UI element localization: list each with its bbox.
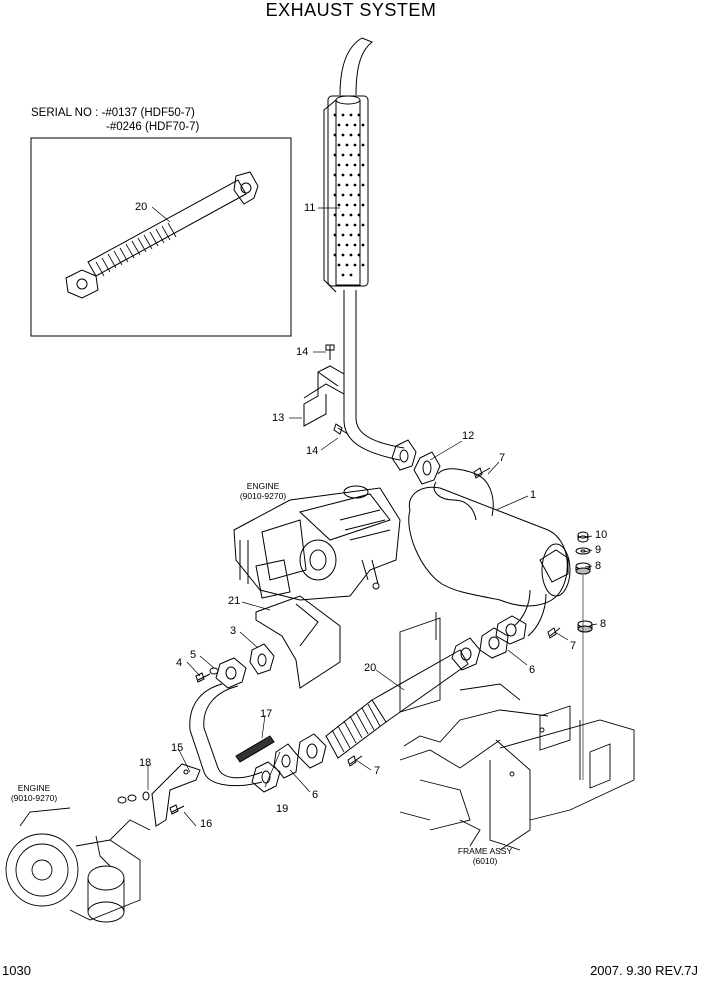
- washer-9: [575, 547, 591, 555]
- bolt-4: [195, 672, 211, 683]
- frame-assembly: [399, 612, 635, 851]
- nut-5: [209, 667, 219, 675]
- callout-7-top: 7: [499, 452, 506, 464]
- heat-shield-21: [255, 595, 341, 689]
- bracket-13: [303, 365, 345, 427]
- muffler-1: [408, 468, 571, 645]
- callout-5: 5: [190, 649, 197, 661]
- callout-6-lower: 6: [312, 789, 319, 801]
- callout-12: 12: [462, 430, 475, 442]
- callout-6-upper: 6: [529, 664, 536, 676]
- nut-10: [577, 531, 589, 543]
- leader-lines: [147, 206, 598, 827]
- engine-lower-name: ENGINE: [17, 783, 51, 793]
- engine-upper-label: ENGINE (9010-9270): [228, 481, 298, 501]
- inset-frame: [30, 137, 292, 337]
- callout-7-mid: 7: [570, 640, 577, 652]
- revision-date: 2007. 9.30 REV.7J: [590, 963, 698, 978]
- page-title: EXHAUST SYSTEM: [265, 0, 437, 20]
- callout-4: 4: [176, 657, 183, 669]
- bolt-7-mid: [547, 627, 561, 639]
- callout-3: 3: [230, 625, 237, 637]
- bolt-14-upper: [325, 344, 335, 360]
- bolt-16: [169, 804, 185, 815]
- callout-15: 15: [171, 742, 184, 754]
- page-number: 1030: [2, 963, 31, 978]
- callout-8-lower: 8: [600, 618, 607, 630]
- callout-14-upper: 14: [296, 346, 309, 358]
- frame-assy-code: (6010): [472, 856, 498, 866]
- exhaust-pipe-19: [189, 657, 281, 793]
- callout-18: 18: [139, 757, 152, 769]
- serial-number-line-2: -#0246 (HDF70-7): [106, 121, 200, 133]
- callout-11: 11: [304, 202, 316, 214]
- callout-19: 19: [276, 803, 289, 815]
- gasket-3: [249, 643, 275, 675]
- gasket-6-upper: [479, 627, 509, 659]
- engine-upper-code: (9010-9270): [239, 491, 287, 501]
- bolt-7-low: [347, 755, 363, 767]
- callout-1: 1: [530, 489, 537, 501]
- callout-21: 21: [228, 595, 241, 607]
- rubber-mount-8-lower: [577, 620, 593, 633]
- frame-assy-label: FRAME ASSY (6010): [445, 846, 525, 866]
- flex-pipe-20: [297, 637, 481, 769]
- engine-lower-code: (9010-9270): [10, 793, 58, 803]
- nut-18: [117, 791, 150, 804]
- callout-13: 13: [272, 412, 285, 424]
- callout-20-main: 20: [364, 662, 377, 674]
- engine-upper: [233, 485, 401, 601]
- callout-20-inset: 20: [135, 201, 148, 213]
- callout-9: 9: [595, 544, 602, 556]
- bracket-15: [151, 763, 201, 827]
- gasket-12: [413, 451, 441, 485]
- bolt-14-lower: [333, 423, 349, 435]
- callout-14-lower: 14: [306, 445, 319, 457]
- callout-10: 10: [595, 529, 608, 541]
- engine-lower-label: ENGINE (9010-9270): [2, 783, 66, 803]
- serial-number-line-1: SERIAL NO : -#0137 (HDF50-7): [31, 107, 195, 119]
- inset-flex-pipe: [65, 171, 259, 299]
- callout-8-upper: 8: [595, 560, 602, 572]
- engine-lower: [5, 807, 151, 923]
- callout-7-low: 7: [374, 765, 381, 777]
- callout-16: 16: [200, 818, 213, 830]
- engine-upper-name: ENGINE: [246, 481, 280, 491]
- callout-17: 17: [260, 708, 273, 720]
- bracket-17: [235, 735, 275, 763]
- tail-pipe-assembly: [323, 37, 417, 471]
- frame-assy-name: FRAME ASSY: [457, 846, 513, 856]
- bolt-7-top: [473, 467, 491, 479]
- gasket-6-lower: [273, 743, 299, 779]
- rubber-mount-8-upper: [575, 562, 591, 575]
